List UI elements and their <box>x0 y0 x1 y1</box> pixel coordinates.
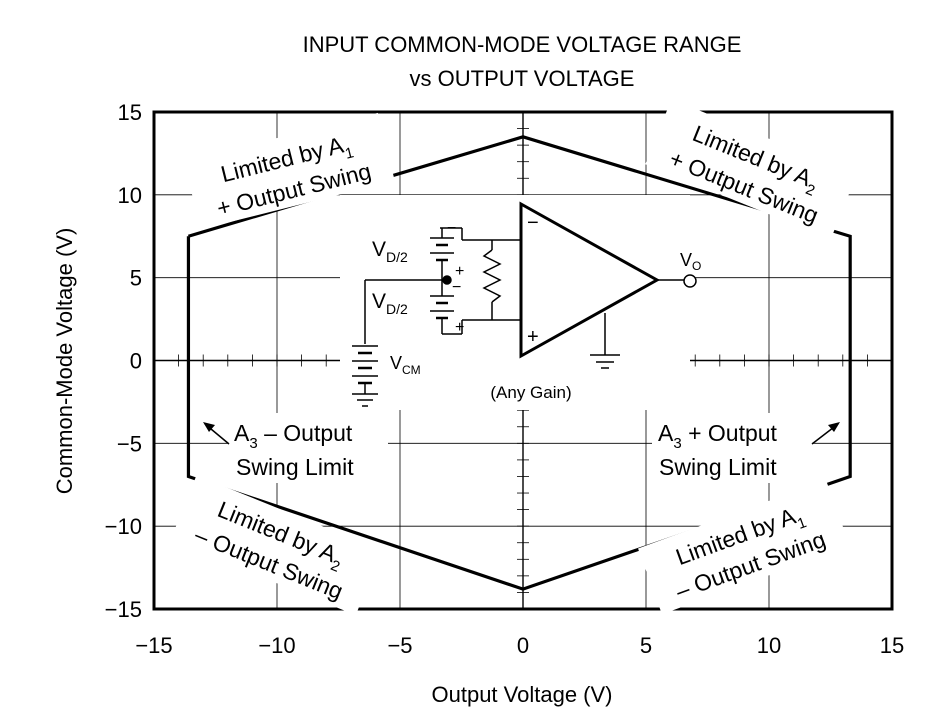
op-amp-icon <box>519 201 661 359</box>
annotation-bottom-left: Limited by A2 – Output Swing <box>170 475 382 616</box>
resistor-icon <box>482 249 502 303</box>
battery-top-plus: + <box>455 263 464 280</box>
y-axis-label: Common-Mode Voltage (V) <box>52 228 77 495</box>
arrowhead-mid-right-icon <box>828 422 840 432</box>
svg-text:A3 – Output: A3 – Output <box>234 420 353 452</box>
y-tick-label: 0 <box>130 349 142 374</box>
x-tick-label: −10 <box>258 633 295 658</box>
y-tick-label: −10 <box>105 514 142 539</box>
vd-bottom-label: VD/2 <box>372 290 408 317</box>
vcm-label: VCM <box>390 353 421 377</box>
svg-text:Swing Limit: Swing Limit <box>659 454 777 480</box>
y-tick-label: 5 <box>130 266 142 291</box>
x-tick-label: 0 <box>517 633 529 658</box>
svg-text:A3 + Output: A3 + Output <box>658 420 778 452</box>
chart-title-line-2: vs OUTPUT VOLTAGE <box>410 66 635 91</box>
battery-bottom-plus: + <box>455 319 464 336</box>
x-tick-label: 5 <box>640 633 652 658</box>
y-tick-label: 10 <box>118 183 142 208</box>
arrowhead-mid-left-icon <box>203 422 215 432</box>
series-layer <box>186 135 852 591</box>
battery-bottom-icon <box>430 295 454 320</box>
series-line <box>186 135 852 591</box>
chart-title-line-1: INPUT COMMON-MODE VOLTAGE RANGE <box>303 32 742 57</box>
output-terminal-icon <box>683 274 697 288</box>
svg-text:Swing Limit: Swing Limit <box>236 454 354 480</box>
x-tick-label: 15 <box>880 633 904 658</box>
vo-label: VO <box>680 250 701 273</box>
circuit-inset <box>340 195 697 410</box>
x-axis-label: Output Voltage (V) <box>432 682 613 707</box>
annotation-mid-right: A3 + Output Swing Limit <box>652 413 840 483</box>
x-tick-label: −15 <box>135 633 172 658</box>
inset-labels: − + + − + − VD/2 VD/2 VCM VO (Any Gain) <box>372 212 701 402</box>
battery-top-minus: − <box>447 220 456 237</box>
tick-labels: −15 −10 −5 0 5 10 15 −15 −10 −5 0 5 10 15 <box>105 100 905 658</box>
x-tick-label: 10 <box>757 633 781 658</box>
op-amp-plus-label: + <box>527 326 539 348</box>
annotation-bottom-right: Limited by A1 – Output Swing <box>638 480 850 615</box>
x-tick-label: −5 <box>387 633 412 658</box>
y-tick-label: −15 <box>105 597 142 622</box>
y-tick-label: −5 <box>117 431 142 456</box>
vd-top-label: VD/2 <box>372 238 408 265</box>
battery-bottom-minus: − <box>452 279 461 296</box>
y-tick-label: 15 <box>118 100 142 125</box>
any-gain-caption: (Any Gain) <box>490 383 571 402</box>
op-amp-minus-label: − <box>527 212 539 234</box>
inset-background <box>340 195 690 410</box>
annotation-mid-left: A3 – Output Swing Limit <box>203 413 388 483</box>
plot-frame <box>152 110 894 611</box>
